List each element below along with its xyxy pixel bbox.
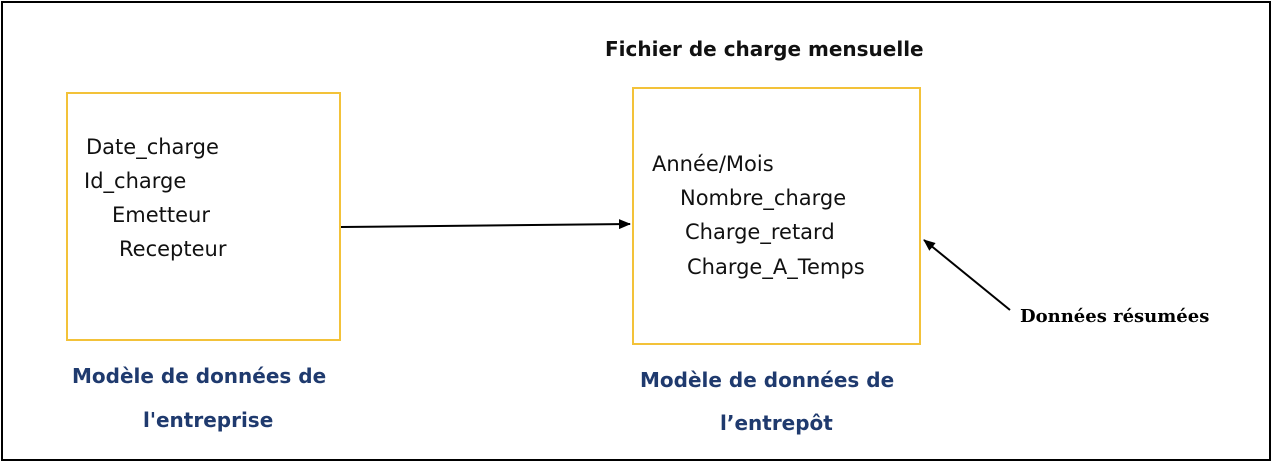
- summary-arrow: [923, 239, 1011, 311]
- warehouse-model-box: [632, 87, 921, 345]
- summary-label: Données résumées: [1020, 306, 1210, 327]
- enterprise-caption-line1: Modèle de données de: [72, 364, 327, 388]
- field-charge-retard: Charge_retard: [685, 220, 835, 244]
- warehouse-caption-line1: Modèle de données de: [640, 368, 895, 392]
- enterprise-caption-line2: l'entreprise: [143, 408, 274, 432]
- field-id-charge: Id_charge: [84, 169, 187, 193]
- enterprise-model-box: [66, 92, 341, 341]
- field-nombre-charge: Nombre_charge: [680, 186, 847, 210]
- field-annee-mois: Année/Mois: [652, 152, 774, 176]
- field-emetteur: Emetteur: [112, 203, 210, 227]
- field-charge-a-temps: Charge_A_Temps: [687, 255, 865, 279]
- warehouse-caption-line2: l’entrepôt: [720, 411, 833, 435]
- field-recepteur: Recepteur: [119, 237, 227, 261]
- field-date-charge: Date_charge: [86, 135, 219, 159]
- diagram-title: Fichier de charge mensuelle: [605, 37, 924, 61]
- flow-arrow: [340, 219, 631, 230]
